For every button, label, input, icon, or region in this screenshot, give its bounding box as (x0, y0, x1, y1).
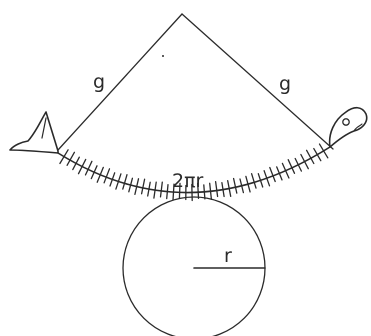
fish-bone (197, 182, 200, 199)
fish-bone (166, 184, 169, 200)
fish-bone (209, 182, 213, 200)
fish-bone (227, 180, 232, 198)
fish-bone (203, 184, 206, 200)
fish-bone (178, 182, 181, 200)
fish-bone (269, 166, 276, 183)
fish-bone (77, 158, 87, 175)
fish-bone (221, 182, 225, 198)
fish-bone (122, 174, 128, 190)
fish-bone (257, 173, 264, 188)
fish-bone (232, 177, 238, 194)
fish-bone (128, 177, 134, 193)
ink-dot (162, 55, 164, 57)
fish-tail-icon (9, 111, 59, 154)
fish-bone (300, 153, 309, 170)
fish-bone (140, 178, 146, 195)
fish-bone (109, 172, 116, 187)
fish-head-icon (328, 106, 368, 148)
fish-bone (115, 173, 122, 190)
fish-bone (305, 149, 315, 165)
right-slant-line (181, 13, 334, 150)
fish-bone (103, 168, 111, 184)
fish-bone (172, 183, 175, 201)
fish-bone (159, 181, 163, 198)
fish-bone (281, 162, 290, 179)
radius-label: r (224, 245, 232, 267)
fish-bone (239, 178, 245, 194)
fish-bone (250, 173, 257, 189)
fish-bone (90, 165, 98, 180)
fish-bone (214, 180, 219, 198)
fish-bone (147, 181, 151, 197)
fish-bone (263, 170, 271, 187)
fish-bone (72, 156, 80, 171)
fish-bone (153, 181, 157, 199)
fish-bone (96, 166, 104, 183)
fish-bone (313, 147, 322, 162)
fish-bone (294, 157, 303, 172)
slant-label-right: g (279, 73, 291, 95)
left-slant-line (57, 13, 183, 151)
base-circle (122, 196, 266, 336)
fish-bones (59, 143, 329, 202)
fish-bone (287, 159, 296, 174)
fish-bone (318, 143, 329, 159)
fish-bone (59, 149, 69, 165)
fish-bone (134, 178, 140, 196)
fish-bone (245, 175, 251, 193)
fish-bone (84, 160, 93, 176)
fish-bone (66, 151, 76, 166)
arc-length-label: 2πr (172, 170, 204, 192)
slant-label-left: g (93, 71, 105, 93)
fish-bone (276, 166, 283, 181)
